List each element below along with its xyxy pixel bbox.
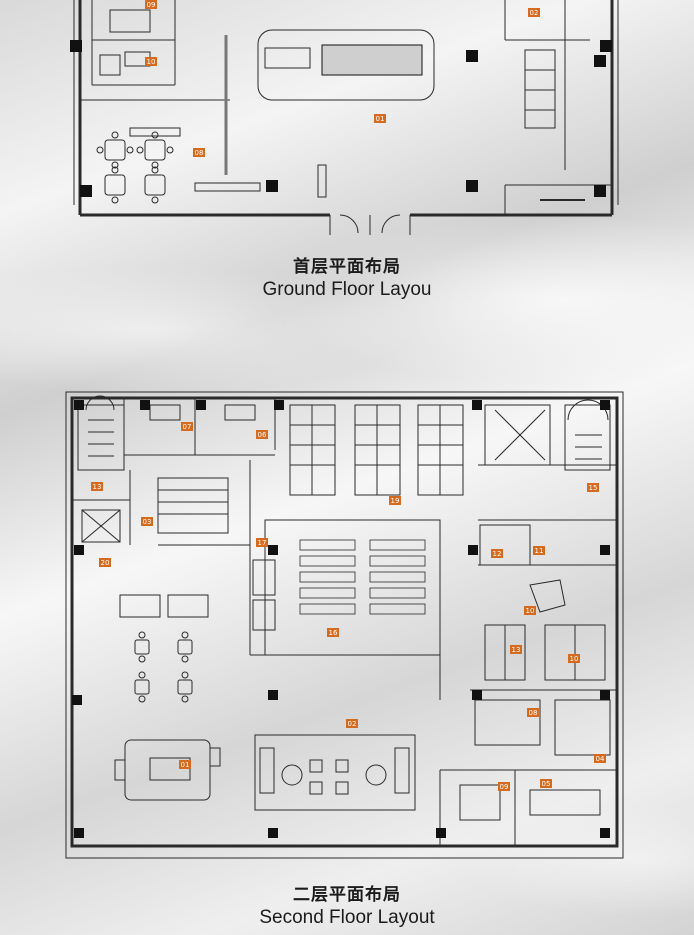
second-room-tag-10a: 10	[526, 607, 535, 615]
second-room-tag-13a: 13	[93, 483, 102, 491]
second-room-tag-17: 17	[258, 539, 267, 547]
second-floor-title-en: Second Floor Layout	[259, 907, 435, 928]
ground-room-tag-02: 02	[530, 9, 539, 17]
second-room-tag-11: 11	[535, 547, 544, 555]
second-room-tag-15: 15	[589, 484, 598, 492]
ground-room-tag-10: 10	[147, 58, 156, 66]
ground-floor-title-cn: 首层平面布局	[293, 257, 401, 277]
second-room-tag-03a: 03	[143, 518, 152, 526]
second-room-tag-16: 16	[329, 629, 338, 637]
ground-floor-caption: 首层平面布局 Ground Floor Layou	[0, 252, 694, 301]
second-room-tag-12: 12	[493, 550, 502, 558]
second-floor-caption: 二层平面布局 Second Floor Layout	[0, 880, 694, 929]
second-room-tag-04: 04	[596, 755, 605, 763]
ground-floor-plan: 09 10 02 01 08	[70, 0, 619, 235]
second-room-tag-10b: 10	[570, 655, 579, 663]
second-floor-plan: 07 06 13 20 03 19 15 17 12 11 10 16 13 1…	[65, 391, 624, 859]
second-room-tag-13b: 13	[512, 646, 521, 654]
second-floor-title-cn: 二层平面布局	[293, 885, 401, 905]
ground-room-tag-09: 09	[147, 1, 156, 9]
second-room-tag-05: 05	[542, 780, 551, 788]
second-room-tag-02: 02	[348, 720, 357, 728]
second-room-tag-07: 07	[183, 423, 192, 431]
second-room-tag-01: 01	[181, 761, 190, 769]
ground-floor-title-en: Ground Floor Layou	[262, 279, 432, 300]
second-room-tag-06: 06	[258, 431, 267, 439]
second-room-tag-19: 19	[391, 497, 400, 505]
second-room-tag-08: 08	[529, 709, 538, 717]
ground-room-tag-08: 08	[195, 149, 204, 157]
ground-room-tag-01: 01	[376, 115, 385, 123]
second-room-tag-20a: 20	[101, 559, 110, 567]
second-room-tag-09: 09	[500, 783, 509, 791]
